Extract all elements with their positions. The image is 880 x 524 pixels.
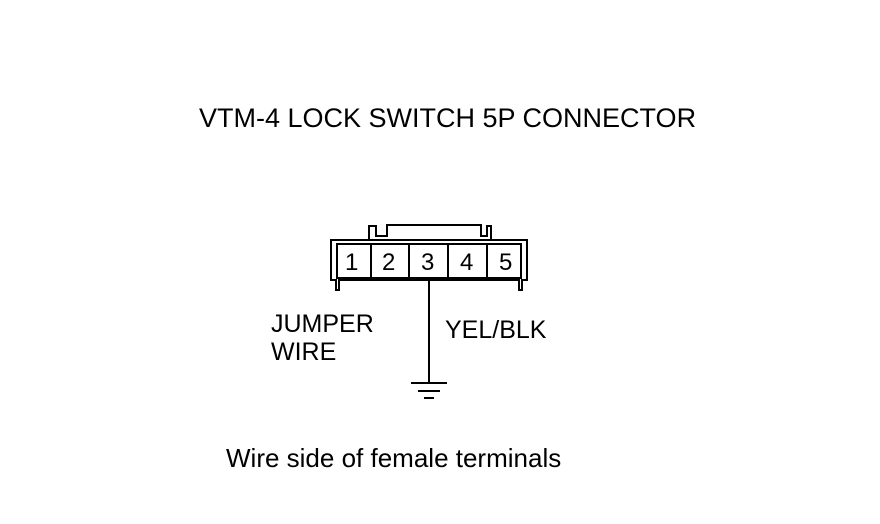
diagram-caption: Wire side of female terminals — [226, 443, 561, 473]
jumper-label-line2: WIRE — [271, 338, 336, 366]
connector-housing — [330, 239, 528, 291]
terminal-4-label: 4 — [460, 249, 473, 276]
connector-cavity — [336, 243, 522, 279]
terminal-3-label: 3 — [421, 249, 434, 276]
diagram-title: VTM-4 LOCK SWITCH 5P CONNECTOR — [199, 103, 696, 133]
terminal-5-label: 5 — [499, 249, 512, 276]
jumper-label-line1: JUMPER — [271, 310, 374, 338]
terminal-2-label: 2 — [382, 249, 395, 276]
connector-5p — [330, 239, 528, 291]
jumper-wire — [368, 224, 492, 240]
jumper-wire-path — [368, 224, 492, 240]
terminal-numbers: 1 2 3 4 5 — [345, 249, 512, 276]
terminal-1-label: 1 — [345, 249, 358, 276]
ground-icon — [411, 382, 447, 399]
wire-color-label: YEL/BLK — [445, 316, 547, 344]
